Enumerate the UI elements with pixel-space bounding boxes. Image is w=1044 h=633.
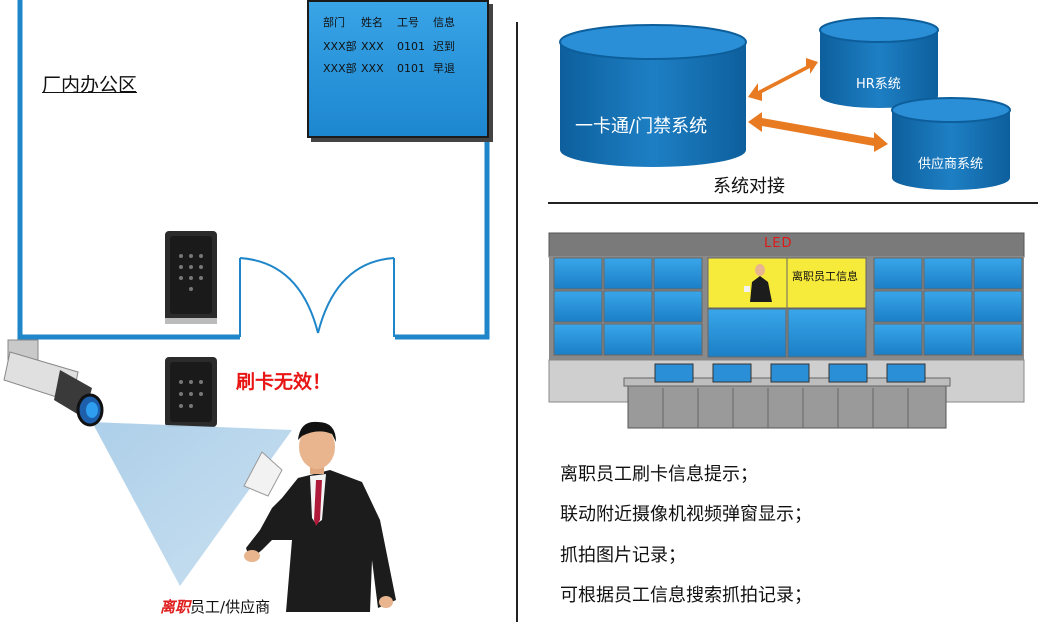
board-row: XXX部 XXX 0101 早退 <box>323 60 469 76</box>
camera-view-cone <box>92 422 292 586</box>
video-wall-tile <box>973 323 1023 356</box>
console-monitor <box>654 363 694 383</box>
card-reader-outside <box>165 357 217 427</box>
hr-db-label: HR系统 <box>856 77 901 92</box>
board-cell: 迟到 <box>433 40 455 53</box>
description-line-2: 联动附近摄像机视频弹窗显示； <box>560 504 812 525</box>
board-cell: XXX部 <box>323 62 357 75</box>
board-cell: XXX <box>361 40 384 53</box>
office-area-label: 厂内办公区 <box>42 74 138 96</box>
video-wall-tile <box>873 323 923 356</box>
board-cell: 早退 <box>433 62 455 75</box>
video-wall-tile <box>923 257 973 290</box>
console-monitor <box>712 363 752 383</box>
board-header-row: 部门 姓名 工号 信息 <box>323 14 469 30</box>
double-door <box>239 257 395 337</box>
board-header-id: 工号 <box>397 16 419 29</box>
video-wall-tile <box>873 257 923 290</box>
description-line-3: 抓拍图片记录； <box>560 545 686 566</box>
board-cell: 0101 <box>397 62 425 75</box>
board-header-info: 信息 <box>433 16 455 29</box>
popup-employee-info-label: 离职员工信息 <box>792 270 858 283</box>
arrow-center-supplier <box>748 112 888 152</box>
info-board: 部门 姓名 工号 信息 XXX部 XXX 0101 迟到 XXX部 XXX 0101 早退 <box>307 0 489 138</box>
office-walls <box>17 0 490 340</box>
board-cell: XXX部 <box>323 40 357 53</box>
person-figure <box>243 421 396 612</box>
video-wall-tile <box>553 290 603 323</box>
board-cell: XXX <box>361 62 384 75</box>
center-database <box>559 24 747 167</box>
person-label: 离职员工/供应商 <box>160 596 270 617</box>
video-wall-tile <box>653 290 703 323</box>
board-header-dept: 部门 <box>323 16 345 29</box>
supplier-database <box>891 97 1011 190</box>
card-reader-inside <box>165 231 217 324</box>
video-wall-tile <box>923 323 973 356</box>
hr-database <box>819 17 939 108</box>
board-row: XXX部 XXX 0101 迟到 <box>323 38 469 54</box>
video-wall-tile <box>553 257 603 290</box>
video-wall-tile <box>923 290 973 323</box>
led-sign: LED <box>764 236 793 251</box>
video-wall-tile <box>603 257 653 290</box>
video-wall-tile <box>603 323 653 356</box>
video-wall-tile <box>973 290 1023 323</box>
video-wall-tile <box>653 323 703 356</box>
video-wall-tile <box>873 290 923 323</box>
person-label-highlight: 离职 <box>160 598 191 616</box>
camera-icon <box>3 339 104 427</box>
arrow-center-hr <box>748 58 818 101</box>
video-wall-tile <box>603 290 653 323</box>
console-monitor <box>770 363 810 383</box>
description-line-1: 离职员工刷卡信息提示； <box>560 464 758 485</box>
integration-caption: 系统对接 <box>713 176 785 197</box>
card-invalid-alert: 刷卡无效！ <box>236 371 332 393</box>
center-db-label: 一卡通/门禁系统 <box>575 116 708 137</box>
supplier-db-label: 供应商系统 <box>918 157 984 172</box>
board-cell: 0101 <box>397 40 425 53</box>
board-header-name: 姓名 <box>361 16 383 29</box>
video-wall-tile <box>653 257 703 290</box>
description-line-4: 可根据员工信息搜索抓拍记录； <box>560 585 812 606</box>
video-wall-tile <box>553 323 603 356</box>
video-wall-tile <box>973 257 1023 290</box>
console-monitor <box>828 363 868 383</box>
console-monitor <box>886 363 926 383</box>
person-label-rest: 员工/供应商 <box>190 598 271 616</box>
